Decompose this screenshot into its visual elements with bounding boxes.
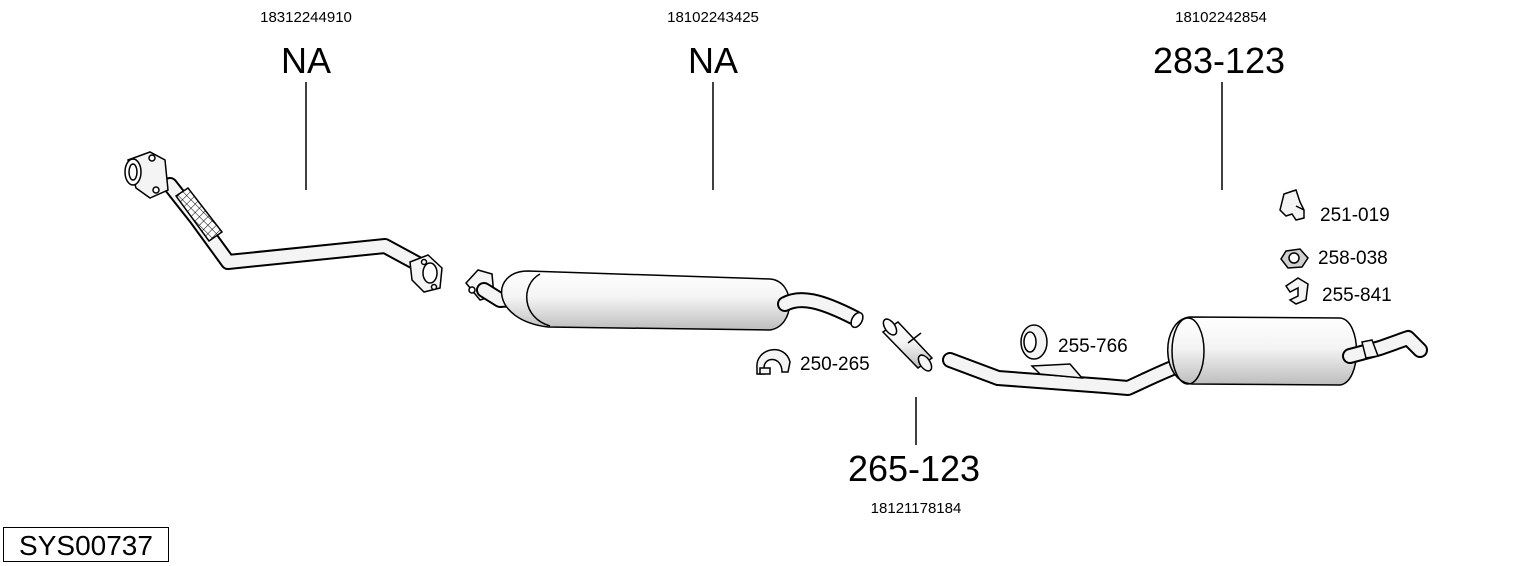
clamp-code: 250-265 <box>800 354 870 375</box>
system-code-badge: SYS00737 <box>3 527 169 562</box>
front-pipe-part <box>124 151 443 293</box>
nut-code: 258-038 <box>1318 248 1388 269</box>
rear-silencer-part <box>942 316 1428 396</box>
clip-code: 255-841 <box>1322 285 1392 306</box>
rear-silencer-oem-number: 18102242854 <box>1175 9 1267 26</box>
connector-pipe-part <box>881 318 934 372</box>
middle-silencer-oem-number: 18102243425 <box>667 9 759 26</box>
hanger-ring-code: 255-766 <box>1058 336 1128 357</box>
middle-silencer-code: NA <box>687 40 739 81</box>
clip-icon <box>1284 277 1309 305</box>
front-pipe-oem-number: 18312244910 <box>260 9 352 26</box>
connector-pipe-code: 265-123 <box>847 448 981 489</box>
rubber-mount-code: 251-019 <box>1320 205 1390 226</box>
clamp-icon <box>756 348 791 375</box>
front-pipe-code: NA <box>280 40 332 81</box>
hanger-ring-icon <box>1020 324 1048 360</box>
rubber-mount-icon <box>1279 189 1305 221</box>
middle-silencer-part <box>465 269 864 331</box>
nut-icon <box>1280 248 1309 269</box>
rear-silencer-code: 283-123 <box>1152 40 1286 81</box>
connector-pipe-oem-number: 18121178184 <box>870 500 962 517</box>
